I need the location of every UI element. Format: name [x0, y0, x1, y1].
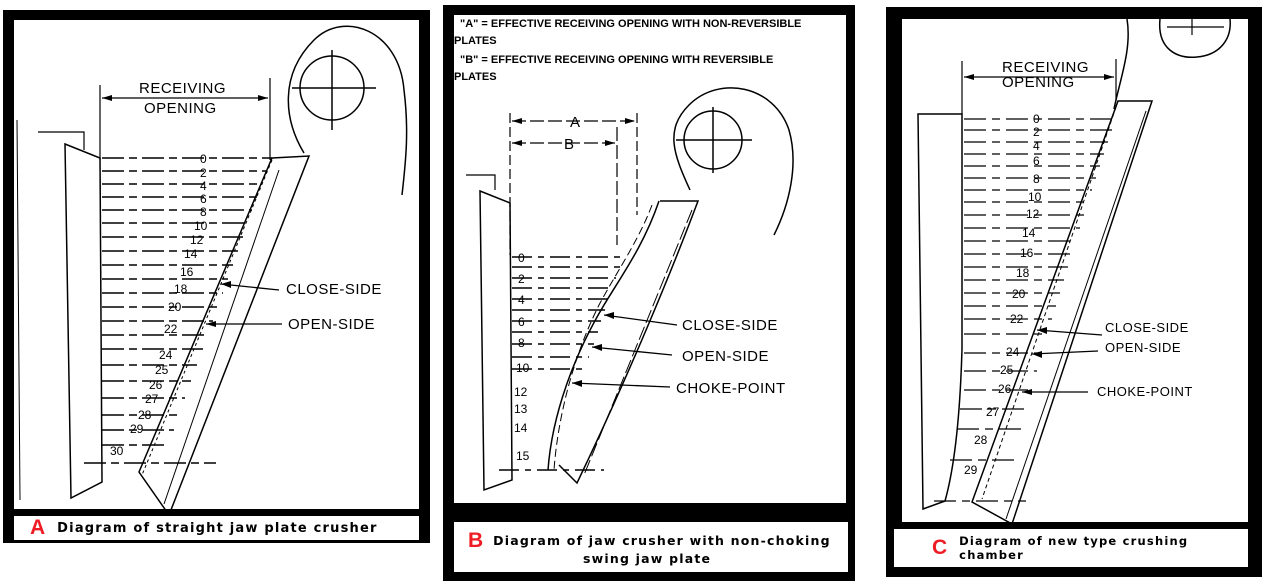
- scale-label: 0: [518, 251, 525, 265]
- scale-label: 2: [518, 272, 525, 286]
- fixed-jaw: [466, 174, 496, 190]
- scale-label: 24: [159, 348, 173, 362]
- callout-choke-point: CHOKE-POINT: [1097, 384, 1193, 399]
- dimension-b-label: B: [564, 136, 575, 153]
- panel-b-scale-labels: 0 2 4 6 8 10 12 13 14 15: [514, 251, 530, 463]
- scale-label: 2: [200, 166, 207, 180]
- swing-jaw: [558, 200, 700, 485]
- scale-label: 26: [998, 382, 1012, 396]
- panel-b-drawing: "A" = EFFECTIVE RECEIVING OPENING WITH N…: [454, 15, 846, 503]
- panel-b-letter: B: [468, 528, 484, 552]
- scale-label: 27: [986, 405, 1000, 419]
- scale-label: 24: [1006, 345, 1020, 359]
- scale-label: 18: [1016, 266, 1030, 280]
- swing-jaw: [971, 100, 1154, 526]
- scale-label: 22: [1010, 312, 1024, 326]
- scale-label: 0: [200, 152, 207, 166]
- scale-label: 15: [516, 449, 530, 463]
- scale-label: 8: [1033, 172, 1040, 186]
- scale-label: 20: [1012, 287, 1026, 301]
- receiving-opening-label: RECEIVING: [139, 80, 226, 97]
- panel-a-caption: A Diagram of straight jaw plate crusher: [14, 516, 419, 540]
- scale-label: 6: [1033, 154, 1040, 168]
- panel-a-drawing: 0 2 4 6 8 10 12 14 16 18 20 22 24 25 26 …: [14, 20, 419, 517]
- scale-label: 14: [1022, 226, 1036, 240]
- dimension-a-label: A: [570, 114, 581, 131]
- scale-label: 16: [1020, 246, 1034, 260]
- scale-label: 26: [149, 378, 163, 392]
- callout-open-side: OPEN-SIDE: [1105, 340, 1181, 355]
- panel-c-svg: RECEIVING OPENING: [917, 18, 1231, 526]
- panel-c-caption: C Diagram of new type crushing chamber: [894, 529, 1248, 567]
- panel-c-frame: RECEIVING OPENING: [886, 7, 1262, 577]
- panel-b-caption-line2: swing jaw plate: [583, 550, 712, 566]
- receiving-opening-label: OPENING: [144, 100, 217, 117]
- scale-label: 12: [190, 233, 204, 247]
- panel-a-level-lines: [84, 157, 272, 464]
- panel-a-scale-labels: 0 2 4 6 8 10 12 14 16 18 20 22 24 25 26 …: [110, 152, 208, 458]
- panel-a-frame: 0 2 4 6 8 10 12 14 16 18 20 22 24 25 26 …: [3, 10, 430, 543]
- callout-close-side: CLOSE-SIDE: [682, 317, 778, 334]
- scale-label: 29: [130, 422, 144, 436]
- scale-label: 14: [514, 421, 528, 435]
- scale-label: 25: [155, 363, 169, 377]
- scale-label: 25: [1000, 363, 1014, 377]
- scale-label: 2: [1033, 125, 1040, 139]
- pitman-outline: [673, 87, 794, 236]
- panel-b-svg: "A" = EFFECTIVE RECEIVING OPENING WITH N…: [454, 18, 801, 492]
- receiving-opening-label: RECEIVING: [1002, 59, 1089, 76]
- panel-b-caption-line1: Diagram of jaw crusher with non-choking: [493, 533, 831, 548]
- scale-label: 4: [200, 179, 207, 193]
- scale-label: 22: [164, 322, 178, 336]
- callout-close-side: CLOSE-SIDE: [1105, 320, 1189, 335]
- scale-label: 28: [138, 408, 152, 422]
- panel-b-caption: B Diagram of jaw crusher with non-chokin…: [454, 522, 848, 572]
- callout-open-side: OPEN-SIDE: [682, 348, 769, 365]
- pitman-outline: [287, 25, 408, 196]
- scale-label: 10: [1028, 190, 1042, 204]
- scale-label: 4: [518, 293, 525, 307]
- scale-label: 16: [180, 265, 194, 279]
- scale-label: 13: [514, 402, 528, 416]
- callout-close-side: CLOSE-SIDE: [286, 281, 382, 298]
- panel-c-drawing: RECEIVING OPENING: [902, 18, 1248, 526]
- scale-label: 8: [518, 336, 525, 350]
- scale-label: 30: [110, 444, 124, 458]
- panel-c-caption-text: Diagram of new type crushing chamber: [959, 534, 1189, 562]
- scale-label: 4: [1033, 139, 1040, 153]
- fixed-jaw: [38, 131, 85, 150]
- note-b-line2: PLATES: [454, 71, 497, 83]
- scale-label: 10: [194, 219, 208, 233]
- scale-label: 10: [516, 361, 530, 375]
- scale-label: 29: [964, 463, 978, 477]
- eccentric-shaft-circle: [1159, 18, 1231, 58]
- callout-choke-point: CHOKE-POINT: [676, 380, 786, 397]
- scale-label: 28: [974, 433, 988, 447]
- note-b-line1: "B" = EFFECTIVE RECEIVING OPENING WITH R…: [460, 54, 773, 66]
- scale-label: 12: [514, 385, 528, 399]
- scale-label: 0: [1033, 112, 1040, 126]
- panel-b-frame: "A" = EFFECTIVE RECEIVING OPENING WITH N…: [443, 5, 855, 581]
- scale-label: 12: [1026, 207, 1040, 221]
- panel-c-scale-labels: 0 2 4 6 8 10 12 14 16 18 20 22 24 25 26 …: [964, 112, 1042, 477]
- receiving-opening-label: OPENING: [1002, 74, 1075, 91]
- scale-label: 8: [200, 205, 207, 219]
- note-a-line2: PLATES: [454, 35, 497, 47]
- panel-b-level-lines: [499, 256, 622, 471]
- scale-label: 27: [145, 392, 159, 406]
- scale-label: 14: [184, 247, 198, 261]
- panel-a-svg: 0 2 4 6 8 10 12 14 16 18 20 22 24 25 26 …: [16, 25, 408, 517]
- callout-open-side: OPEN-SIDE: [288, 316, 375, 333]
- scale-label: 6: [518, 315, 525, 329]
- note-a-line1: "A" = EFFECTIVE RECEIVING OPENING WITH N…: [460, 18, 801, 30]
- scale-label: 20: [168, 300, 182, 314]
- panel-a-caption-text: Diagram of straight jaw plate crusher: [57, 520, 378, 536]
- panel-c-letter: C: [932, 536, 948, 559]
- scale-label: 18: [174, 282, 188, 296]
- panel-a-letter: A: [30, 516, 46, 539]
- panel-c-level-lines: [934, 118, 1116, 502]
- scale-label: 6: [200, 192, 207, 206]
- fixed-jaw: [917, 113, 963, 511]
